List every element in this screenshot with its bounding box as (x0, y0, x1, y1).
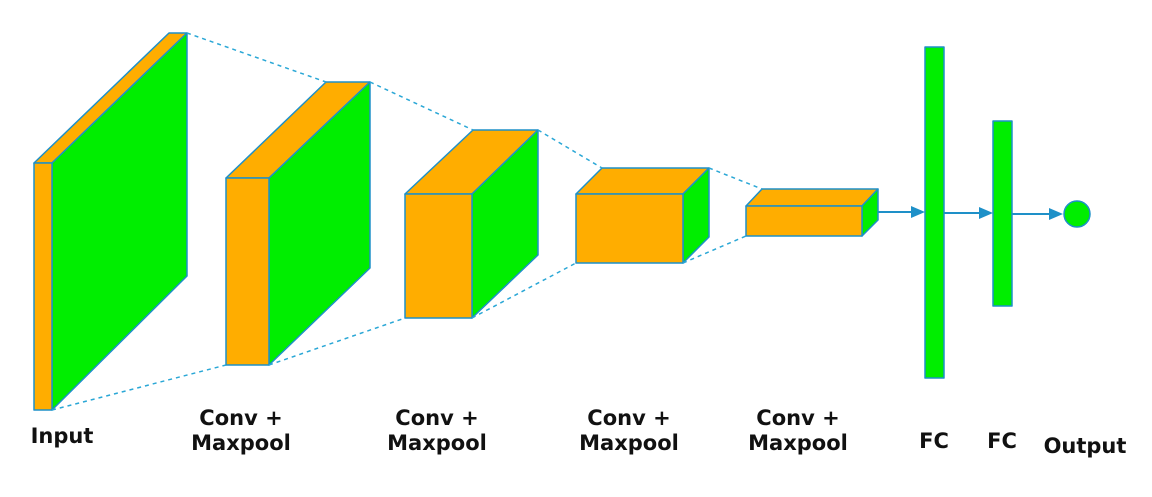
conv-maxpool-2-block (404, 129, 539, 319)
label-conv-maxpool-2-line1: Conv + (395, 406, 479, 430)
input-block-front-face (33, 162, 53, 411)
dashed-connectors (51, 32, 763, 411)
conv4-front-face (745, 205, 863, 237)
label-input-line1: Input (30, 424, 94, 448)
arrows (878, 206, 1063, 220)
conv-maxpool-3-block (575, 167, 710, 264)
label-conv-maxpool-1-line1: Conv + (199, 406, 283, 430)
label-conv-maxpool-2-line2: Maxpool (387, 431, 487, 455)
label-conv-maxpool-2: Conv + Maxpool (377, 406, 497, 456)
label-output: Output (1030, 434, 1140, 459)
label-output-line1: Output (1043, 434, 1127, 458)
conv1-front-face (225, 177, 270, 366)
label-fc-1: FC (904, 429, 964, 454)
arrow-fc2-to-output-head (1049, 208, 1063, 220)
conv-maxpool-1-block (225, 81, 371, 366)
connector-bottom-4 (682, 235, 747, 264)
label-conv-maxpool-3-line2: Maxpool (579, 431, 679, 455)
conv2-front-face (404, 193, 473, 319)
label-fc-2: FC (972, 429, 1032, 454)
label-conv-maxpool-1: Conv + Maxpool (181, 406, 301, 456)
connector-bottom-1 (51, 364, 227, 411)
label-conv-maxpool-3-line1: Conv + (587, 406, 671, 430)
conv-maxpool-4-block (745, 188, 879, 237)
conv3-front-face (575, 193, 684, 264)
input-block (33, 32, 188, 411)
label-conv-maxpool-4: Conv + Maxpool (738, 406, 858, 456)
label-conv-maxpool-3: Conv + Maxpool (569, 406, 689, 456)
output-node (1063, 200, 1091, 228)
conv4-top-face (745, 188, 879, 207)
label-conv-maxpool-4-line1: Conv + (756, 406, 840, 430)
arrow-conv4-to-fc1-head (911, 206, 925, 218)
label-conv-maxpool-1-line2: Maxpool (191, 431, 291, 455)
arrow-fc1-to-fc2-head (979, 207, 993, 219)
label-fc-2-line1: FC (987, 429, 1017, 453)
fc-1-bar (924, 46, 945, 379)
connector-bottom-3 (471, 262, 577, 319)
connector-top-1 (186, 32, 327, 83)
fc-2-bar (992, 120, 1013, 307)
label-conv-maxpool-4-line2: Maxpool (748, 431, 848, 455)
connector-top-2 (369, 81, 474, 131)
connector-top-4 (708, 167, 763, 190)
connector-top-3 (537, 129, 603, 169)
label-input: Input (10, 424, 114, 449)
label-fc-1-line1: FC (919, 429, 949, 453)
